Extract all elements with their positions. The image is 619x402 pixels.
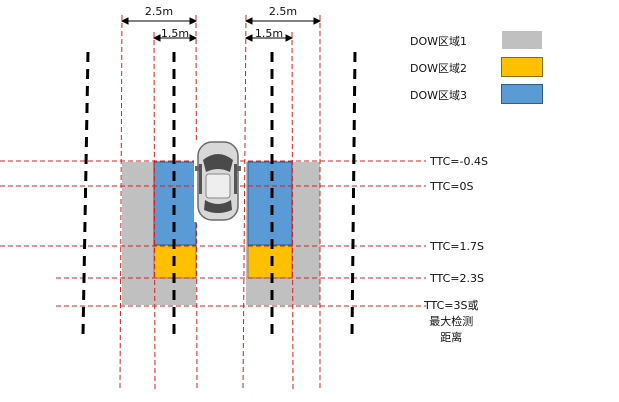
- dim-label-right-inner: 1.5m: [254, 27, 284, 40]
- guide-v-5: [291, 31, 294, 391]
- legend-label: DOW区域1: [410, 35, 468, 48]
- legend-swatch: [501, 57, 543, 77]
- dim-label-left-inner: 1.5m: [160, 27, 190, 40]
- lane-line-4: [350, 51, 357, 336]
- ttc-label-17: TTC=1.7S: [430, 240, 484, 253]
- dim-label-right-outer: 2.5m: [268, 5, 298, 18]
- ttc-label-3-line1: TTC=3S或: [424, 299, 479, 312]
- guide-v-1: [119, 14, 123, 391]
- lane-line-1: [81, 51, 90, 336]
- zone2-right: [247, 244, 293, 279]
- zone3-right: [247, 161, 293, 246]
- guide-v-2: [153, 31, 156, 391]
- dim-label-left-outer: 2.5m: [144, 5, 174, 18]
- guide-v-4: [242, 14, 247, 391]
- ttc-label-3: TTC=3S或 最大检测 距离: [424, 298, 478, 346]
- ttc-label-3-line3: 距离: [440, 331, 463, 344]
- ttc-label-neg04: TTC=-0.4S: [430, 155, 488, 168]
- legend-swatch: [501, 84, 543, 104]
- legend-label: DOW区域3: [410, 89, 468, 102]
- legend-swatch: [502, 31, 542, 49]
- legend-label: DOW区域2: [410, 62, 468, 75]
- ttc-label-0: TTC=0S: [430, 180, 474, 193]
- ttc-label-23: TTC=2.3S: [430, 272, 484, 285]
- ttc-label-3-line2: 最大检测: [429, 315, 474, 328]
- car-icon: [194, 140, 241, 222]
